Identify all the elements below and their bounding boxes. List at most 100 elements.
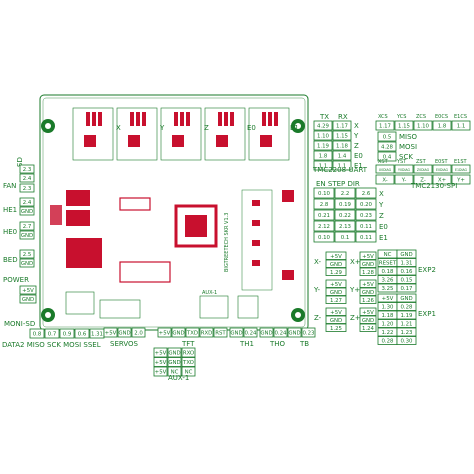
step-dir-cell: 0.11	[355, 220, 377, 232]
uart-cell: 4.29	[313, 120, 333, 131]
pcb-aux-label: AUX-1	[202, 290, 217, 296]
svg-text:0.24: 0.24	[244, 331, 257, 337]
exp2-cell: 0.17	[396, 283, 417, 293]
left-labels: FAN HE1 HE0 BED POWER SD MONI-SD	[3, 157, 35, 328]
moni-sd-pin: 1.31	[89, 328, 105, 339]
svg-text:+5V: +5V	[105, 331, 117, 337]
exp1-cell: 1.19	[396, 310, 417, 320]
spi-cs-header: YCS	[396, 114, 406, 120]
svg-text:Y0DIAG: Y0DIAG	[398, 168, 410, 172]
svg-text:0.28: 0.28	[400, 305, 413, 311]
spi-cs-header: E0CS	[435, 114, 448, 120]
svg-text:1.27: 1.27	[330, 298, 342, 304]
aux-cell: NC	[181, 366, 196, 377]
mount-hole-bl	[41, 308, 55, 322]
endstop-pin: GND	[359, 259, 377, 268]
svg-text:1.1: 1.1	[338, 164, 347, 170]
svg-text:+5V: +5V	[362, 282, 374, 288]
he1-label: HE1	[3, 206, 17, 214]
svg-text:1.19: 1.19	[317, 144, 330, 150]
spi-diag-cell: E0DIAG	[432, 164, 452, 174]
endstop-tables: X-+5VGND1.29Y-+5VGND1.27Z-+5VGND1.25X++5…	[313, 251, 377, 332]
spi-cs-header: E1CS	[454, 114, 467, 120]
exp1-cell: 1.18	[377, 310, 398, 320]
he0-label: HE0	[3, 228, 17, 236]
uart-axis: Y	[353, 132, 359, 140]
svg-text:3.25: 3.25	[381, 286, 393, 292]
svg-text:GND: GND	[168, 351, 180, 357]
svg-text:0.28: 0.28	[381, 339, 394, 345]
svg-text:X0DIAG: X0DIAG	[379, 168, 392, 172]
svg-text:GND: GND	[362, 262, 374, 268]
svg-text:4.28: 4.28	[381, 145, 394, 151]
spi-diag-cell: E1DIAG	[451, 164, 471, 174]
fan-label: FAN	[3, 182, 16, 190]
he0-pin: 2.7	[19, 221, 35, 231]
step-dir-header: EN STEP DIR	[316, 180, 360, 188]
exp1-cell: 1.21	[396, 319, 417, 328]
tft-pin: +5V	[157, 327, 172, 338]
svg-text:0.16: 0.16	[400, 269, 413, 275]
step-dir-cell: 2.13	[334, 220, 356, 232]
svg-text:+5V: +5V	[330, 282, 342, 288]
svg-text:GND: GND	[362, 318, 374, 324]
svg-text:Y-: Y-	[401, 178, 407, 184]
endstop-pin: 1.26	[359, 295, 377, 304]
moni-sd-pin: 0.7	[44, 328, 60, 339]
exp2-cell: NC	[377, 249, 398, 259]
spi-misc-cell: 0.4	[377, 151, 397, 162]
svg-text:+5V: +5V	[159, 331, 171, 337]
th1-title: TH1	[239, 340, 254, 348]
endstop-pin: GND	[325, 259, 347, 268]
spi-st-header: E1ST	[454, 159, 468, 165]
svg-text:0.8: 0.8	[33, 332, 42, 338]
endstop-pin: GND	[325, 287, 347, 296]
exp1-cell: GND	[396, 293, 417, 303]
svg-text:0.23: 0.23	[360, 213, 372, 219]
moni-sd-pin: 0.6	[74, 328, 90, 339]
endstop-pin: 1.24	[359, 323, 377, 332]
tb-title: TB	[299, 340, 309, 348]
endstop-left-name: Z-	[314, 314, 322, 322]
tft-pin: RST	[213, 327, 228, 338]
exp1-cell: 1.23	[396, 327, 417, 337]
exp2-cell: 0.15	[396, 275, 417, 284]
svg-text:GND: GND	[400, 296, 412, 302]
endstop-right-name: Z+	[350, 314, 361, 322]
endstop-right-name: X+	[350, 258, 361, 266]
sd-label: SD	[16, 157, 24, 167]
svg-text:2.0: 2.0	[134, 331, 143, 337]
spi-misc-cell: 0.5	[377, 131, 397, 142]
spi-st-header: ZST	[416, 159, 427, 165]
servo-pin: +5V	[103, 327, 118, 338]
exp1-cell: 1.30	[377, 302, 398, 311]
svg-text:0.11: 0.11	[360, 224, 372, 230]
driver-axis-z: Z	[204, 124, 209, 132]
endstop-pin: +5V	[325, 307, 347, 316]
svg-text:+5V: +5V	[155, 360, 167, 366]
svg-text:0.1: 0.1	[341, 235, 350, 241]
aux-cell: GND	[167, 347, 182, 358]
svg-text:0.10: 0.10	[318, 191, 331, 197]
spi-cs-header: XCS	[378, 114, 388, 120]
he1-pin: 2.4	[19, 197, 35, 207]
svg-text:1.31: 1.31	[91, 332, 103, 338]
svg-text:0.21: 0.21	[318, 213, 330, 219]
svg-text:GND: GND	[362, 290, 374, 296]
svg-text:1.25: 1.25	[330, 326, 342, 332]
svg-text:+5V: +5V	[22, 288, 34, 294]
spi-cs-cell: 1.17	[375, 120, 395, 131]
exp2-cell: 3.25	[377, 283, 398, 293]
svg-text:GND: GND	[330, 318, 342, 324]
step-dir-cell: 0.22	[334, 209, 356, 221]
step-dir-cell: 0.20	[355, 198, 377, 210]
moni-sd-pin-labels: DATA2 MISO SCK MOSI SSEL	[2, 341, 101, 349]
svg-text:GND: GND	[22, 297, 34, 303]
uart-title: TMC2208-UART	[312, 166, 368, 174]
uart-cell: 1.1	[313, 160, 333, 171]
